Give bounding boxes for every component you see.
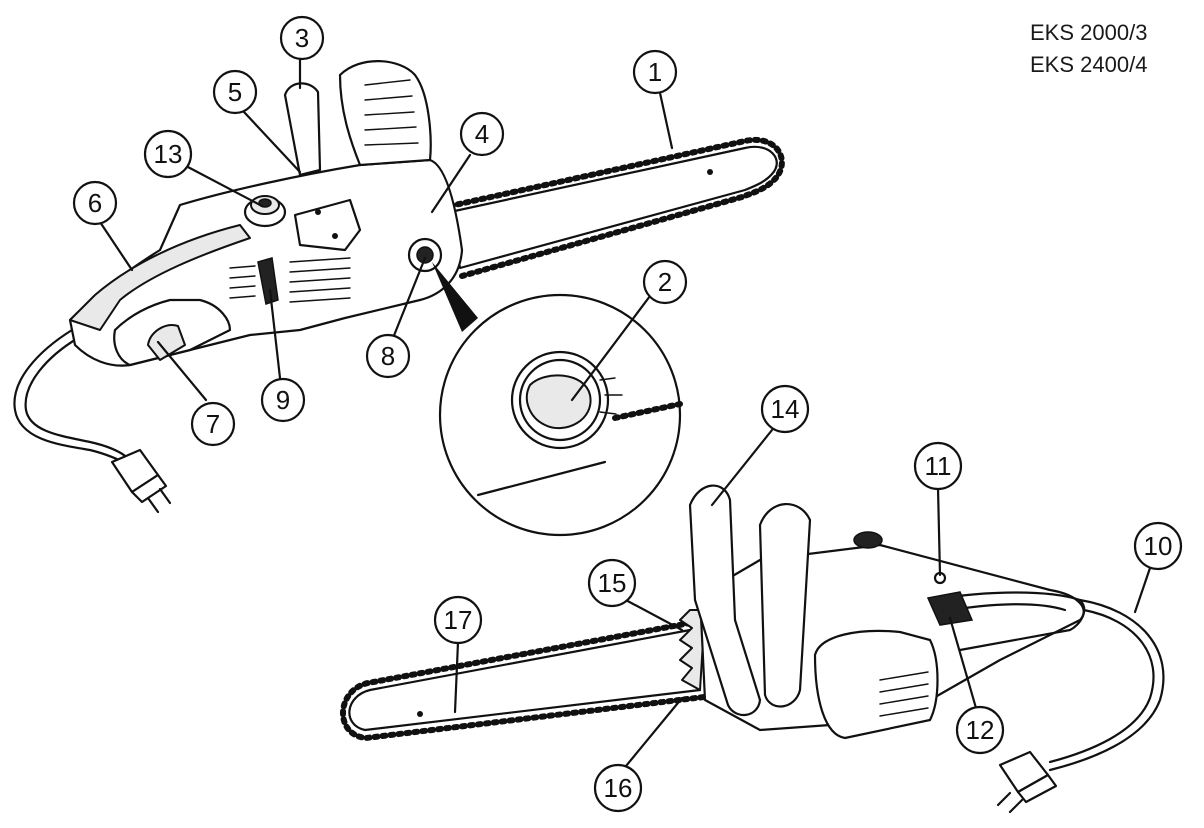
- model-label-2: EKS 2400/4: [1030, 52, 1148, 77]
- callout-11: 11: [913, 441, 963, 491]
- bottom-oil-cap: [853, 531, 883, 549]
- bottom-motor-block: [813, 629, 939, 740]
- top-hand-guard: [338, 60, 432, 167]
- detail-tension-wheel: [510, 350, 623, 450]
- top-oil-cap: [243, 195, 287, 228]
- top-power-cord: [13, 328, 137, 472]
- callout-13: 13: [143, 129, 193, 179]
- callout-4-label: 4: [475, 119, 489, 149]
- callout-9-label: 9: [276, 385, 290, 415]
- callout-8-label: 8: [381, 341, 395, 371]
- callout-10: 10: [1133, 521, 1183, 571]
- callout-16: 16: [593, 763, 643, 813]
- top-trigger: [147, 324, 186, 361]
- callout-8: 8: [365, 333, 411, 379]
- top-plug: [110, 448, 172, 514]
- leader-lines: [98, 56, 1152, 768]
- callout-13-label: 13: [154, 139, 183, 169]
- callout-15-label: 15: [598, 568, 627, 598]
- top-lock-button: [257, 257, 279, 305]
- detail-magnifier: [432, 262, 683, 537]
- callout-17-label: 17: [444, 605, 473, 635]
- callout-17: 17: [433, 595, 483, 645]
- bottom-front-handle: [758, 503, 812, 708]
- bottom-chainsaw: [340, 484, 1165, 814]
- callout-3-label: 3: [295, 23, 309, 53]
- callout-9: 9: [260, 377, 306, 423]
- callout-16-label: 16: [604, 773, 633, 803]
- callout-1: 1: [632, 49, 678, 95]
- bottom-power-cord: [1048, 598, 1165, 772]
- callout-5: 5: [212, 69, 258, 115]
- bottom-plug: [996, 750, 1058, 814]
- bottom-guide-bar: [348, 628, 702, 732]
- top-front-handle: [283, 82, 322, 177]
- top-vents: [229, 257, 351, 303]
- callout-5-label: 5: [228, 77, 242, 107]
- callout-10-label: 10: [1144, 531, 1173, 561]
- callout-2-label: 2: [658, 267, 672, 297]
- callout-3: 3: [279, 15, 325, 61]
- callout-15: 15: [587, 558, 637, 608]
- callout-12-label: 12: [966, 715, 995, 745]
- callout-11-label: 11: [925, 451, 952, 481]
- bottom-hand-guard: [688, 484, 762, 716]
- callout-6-label: 6: [88, 188, 102, 218]
- model-label-1: EKS 2000/3: [1030, 20, 1148, 45]
- top-tension-knob: [407, 237, 443, 273]
- callout-6: 6: [72, 180, 118, 226]
- top-chainsaw: [13, 60, 785, 514]
- callout-2: 2: [642, 259, 688, 305]
- callout-14: 14: [760, 384, 810, 434]
- callout-7: 7: [190, 401, 236, 447]
- callout-14-label: 14: [771, 394, 800, 424]
- bottom-spike-bumper: [679, 609, 706, 691]
- top-rear-handle: [69, 224, 251, 331]
- callout-12: 12: [955, 705, 1005, 755]
- callout-4: 4: [459, 111, 505, 157]
- callout-1-label: 1: [648, 57, 662, 87]
- bottom-trigger: [926, 591, 974, 626]
- callout-7-label: 7: [206, 409, 220, 439]
- top-guide-bar: [448, 145, 778, 270]
